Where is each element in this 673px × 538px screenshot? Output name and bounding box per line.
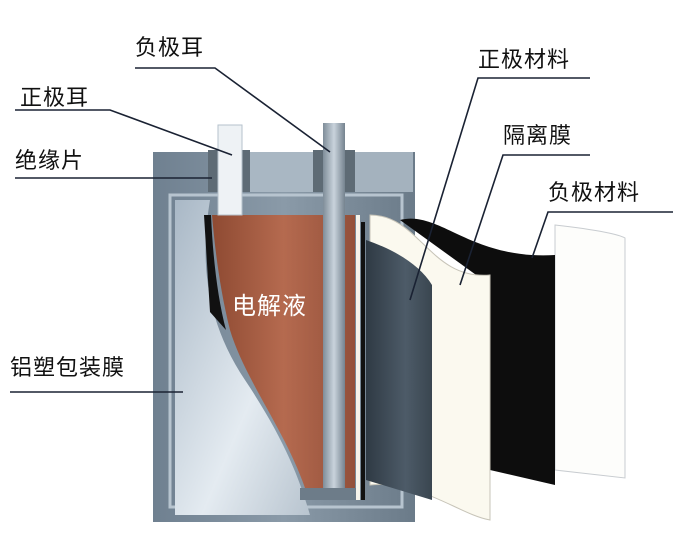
anode-material-layer xyxy=(400,218,555,486)
positive-tab xyxy=(217,124,243,216)
negative-tab xyxy=(323,123,345,488)
anode-current-collector xyxy=(554,224,626,479)
insulator-right xyxy=(313,150,325,192)
insulator-right-2 xyxy=(345,150,355,192)
label-positive-tab: 正极耳 xyxy=(20,86,90,111)
label-insulator: 绝缘片 xyxy=(15,149,85,174)
label-negative-tab: 负极耳 xyxy=(135,36,205,61)
label-anode-material: 负极材料 xyxy=(548,181,641,206)
label-cathode-material: 正极材料 xyxy=(478,48,571,73)
electrode-edge-left xyxy=(204,215,226,330)
electrolyte-region xyxy=(212,215,355,488)
insulator-left-2 xyxy=(240,150,250,192)
cathode-material-layer xyxy=(366,240,432,500)
label-separator: 隔离膜 xyxy=(503,124,573,149)
insulator-left xyxy=(208,150,220,192)
label-electrolyte: 电解液 xyxy=(232,292,307,320)
leader-lines xyxy=(10,67,673,393)
label-pouch-film: 铝塑包装膜 xyxy=(10,356,126,381)
